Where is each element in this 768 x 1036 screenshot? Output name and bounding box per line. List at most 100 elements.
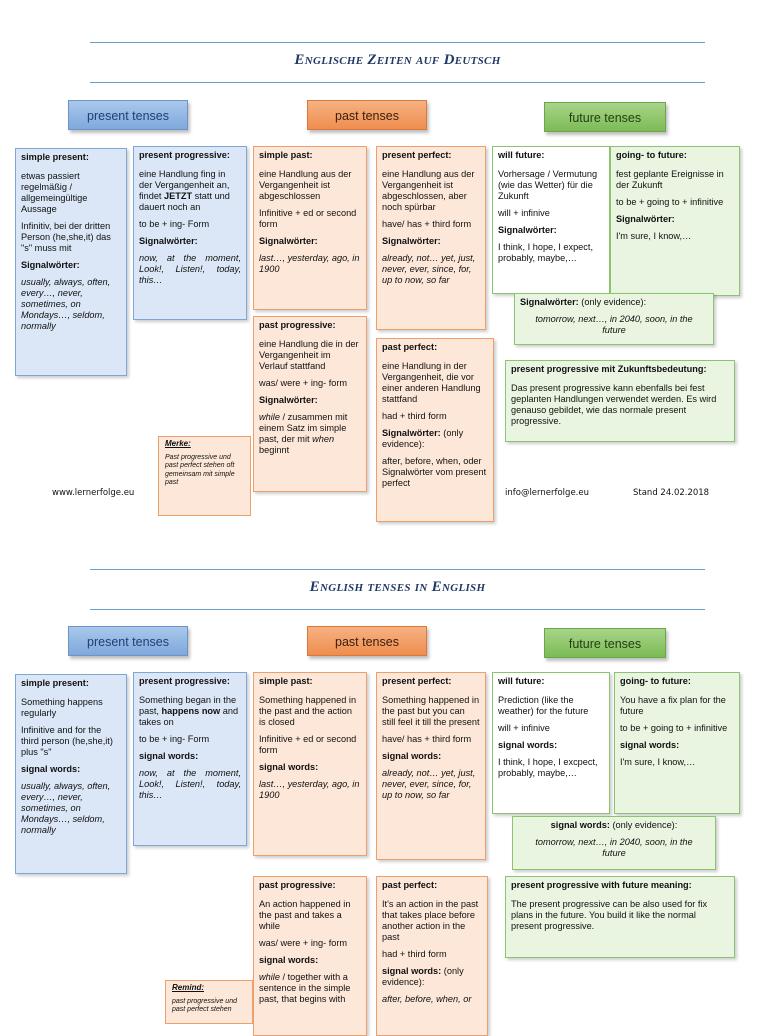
card-present-progressive-future: present progressive with future meaning:… <box>505 876 735 958</box>
note-text: past progressive und past perfect stehen <box>172 997 237 1014</box>
card-present-perfect: present perfect: Something happened in t… <box>376 672 486 860</box>
card-future-evidence: signal words: (only evidence): tomorrow,… <box>512 816 716 870</box>
signal-label: Signalwörter: (only evidence): <box>382 428 464 449</box>
card-desc: Something happened in the past but you c… <box>382 695 480 727</box>
header-present-tenses: present tenses <box>68 100 188 130</box>
footer-email: info@lernerfolge.eu <box>505 488 589 498</box>
card-desc: etwas passiert regelmäßig / allgemeingül… <box>21 171 88 214</box>
evidence-heading: Signalwörter: (only evidence): <box>520 297 647 307</box>
card-past-perfect: past perfect: It's an action in the past… <box>376 876 488 1036</box>
signal-label: Signalwörter: <box>616 214 675 224</box>
card-title: present progressive with future meaning: <box>511 880 692 890</box>
card-future-evidence: Signalwörter: (only evidence): tomorrow,… <box>514 293 714 345</box>
card-form: Infinitive + ed or second form <box>259 734 357 755</box>
card-desc: It's an action in the past that takes pl… <box>382 899 479 942</box>
signal-words: I think, I hope, I excpect, probably, ma… <box>498 757 598 778</box>
signal-label: signal words: <box>382 751 442 761</box>
card-will-future: will future: Prediction (like the weathe… <box>492 672 610 814</box>
card-desc: Das present progressive kann ebenfalls b… <box>511 383 717 426</box>
card-title: simple past: <box>259 150 313 160</box>
card-form: will + infinive <box>498 723 550 733</box>
card-desc: eine Handlung aus der Vergangenheit ist … <box>382 169 475 212</box>
signal-words: last…, yesterday, ago, in 1900 <box>259 779 360 800</box>
card-title: simple present: <box>21 152 89 162</box>
header-future-tenses: future tenses <box>544 628 666 658</box>
signal-words: I'm sure, I know,… <box>616 231 692 241</box>
header-past-tenses: past tenses <box>307 100 427 130</box>
signal-label: signal words: <box>498 740 558 750</box>
card-will-future: will future: Vorhersage / Vermutung (wie… <box>492 146 610 294</box>
card-title: present perfect: <box>382 676 452 686</box>
card-desc: Something happens regularly <box>21 697 103 718</box>
note-title: Remind: <box>172 983 204 992</box>
divider-top <box>90 42 705 43</box>
signal-words: already, not… yet, just, never, ever, si… <box>382 253 476 285</box>
signal-label: Signalwörter: <box>498 225 557 235</box>
card-present-progressive: present progressive: eine Handlung fing … <box>133 146 247 320</box>
card-title: present progressive mit Zukunftsbedeutun… <box>511 364 707 374</box>
footer-date: Stand 24.02.2018 <box>633 488 710 498</box>
card-present-progressive: present progressive: Something began in … <box>133 672 247 846</box>
card-form: Infinitive + ed or second form <box>259 208 357 229</box>
card-desc: Vorhersage / Vermutung (wie das Wetter) … <box>498 169 598 201</box>
card-simple-present: simple present: Something happens regula… <box>15 674 127 874</box>
header-future-tenses: future tenses <box>544 102 666 132</box>
remind-note: Remind: past progressive und past perfec… <box>165 980 253 1024</box>
card-form: to be + ing- Form <box>139 219 210 229</box>
card-desc: An action happened in the past and takes… <box>259 899 351 931</box>
signal-label: Signalwörter: <box>21 260 80 270</box>
card-title: past progressive: <box>259 320 336 330</box>
signal-words: after, before, when, or <box>382 994 472 1004</box>
card-desc: Something happened in the past and the a… <box>259 695 357 727</box>
card-form: have/ has + third form <box>382 219 472 229</box>
card-title: present progressive: <box>139 150 230 160</box>
card-desc: fest geplante Ereignisse in der Zukunft <box>616 169 724 190</box>
header-past-tenses: past tenses <box>307 626 427 656</box>
card-desc: Something began in the past, happens now… <box>139 695 239 727</box>
card-form: had + third form <box>382 411 447 421</box>
card-desc: Prediction (like the weather) for the fu… <box>498 695 589 716</box>
card-form: to be + going to + infinitive <box>616 197 724 207</box>
signal-label: Signalwörter: <box>382 236 441 246</box>
card-desc: eine Handlung fing in der Vergangenheit … <box>139 169 230 212</box>
signal-words: usually, always, often, every…, never, s… <box>21 277 111 331</box>
signal-label: Signalwörter: <box>259 236 318 246</box>
signal-label: signal words: <box>259 762 319 772</box>
signal-label: signal words: <box>259 955 319 965</box>
header-present-tenses: present tenses <box>68 626 188 656</box>
card-title: going- to future: <box>616 150 687 160</box>
card-desc: The present progressive can be also used… <box>511 899 708 931</box>
signal-words: while / zusammen mit einem Satz im simpl… <box>259 412 348 455</box>
card-desc: eine Handlung in der Vergangenheit, die … <box>382 361 481 404</box>
card-title: will future: <box>498 676 545 686</box>
card-form: Infinitiv, bei der dritten Person (he,sh… <box>21 221 111 253</box>
divider-top <box>90 569 705 570</box>
card-form: was/ were + ing- form <box>259 938 348 948</box>
signal-label: signal words: <box>21 764 81 774</box>
card-present-progressive-future: present progressive mit Zukunftsbedeutun… <box>505 360 735 442</box>
signal-words: last…, yesterday, ago, in 1900 <box>259 253 360 274</box>
card-form: will + infinive <box>498 208 550 218</box>
card-form: had + third form <box>382 949 447 959</box>
card-title: past perfect: <box>382 342 438 352</box>
signal-words: usually, always, often, every…, never, s… <box>21 781 111 835</box>
card-title: will future: <box>498 150 545 160</box>
card-title: present progressive: <box>139 676 230 686</box>
signal-label: signal words: <box>139 751 199 761</box>
note-text: Past progressive und past perfect stehen… <box>165 453 235 487</box>
card-title: simple past: <box>259 676 313 686</box>
signal-label: signal words: <box>620 740 680 750</box>
signal-words: now, at the moment, Look!, Listen!, toda… <box>139 253 241 285</box>
card-desc: eine Handlung aus der Vergangenheit ist … <box>259 169 352 201</box>
card-title: simple present: <box>21 678 89 688</box>
card-desc: eine Handlung die in der Vergangenheit i… <box>259 339 359 371</box>
card-simple-past: simple past: eine Handlung aus der Verga… <box>253 146 367 310</box>
card-present-perfect: present perfect: eine Handlung aus der V… <box>376 146 486 330</box>
card-title: present perfect: <box>382 150 452 160</box>
page-title-english: English tenses in English <box>309 579 486 595</box>
evidence-heading: signal words: (only evidence): <box>550 820 678 830</box>
signal-words: tomorrow, next…, in 2040, soon, in the f… <box>535 837 693 858</box>
signal-words: I'm sure, I know,… <box>620 757 696 767</box>
card-past-perfect: past perfect: eine Handlung in der Verga… <box>376 338 494 522</box>
card-form: Infinitive and for the third person (he,… <box>21 725 113 757</box>
